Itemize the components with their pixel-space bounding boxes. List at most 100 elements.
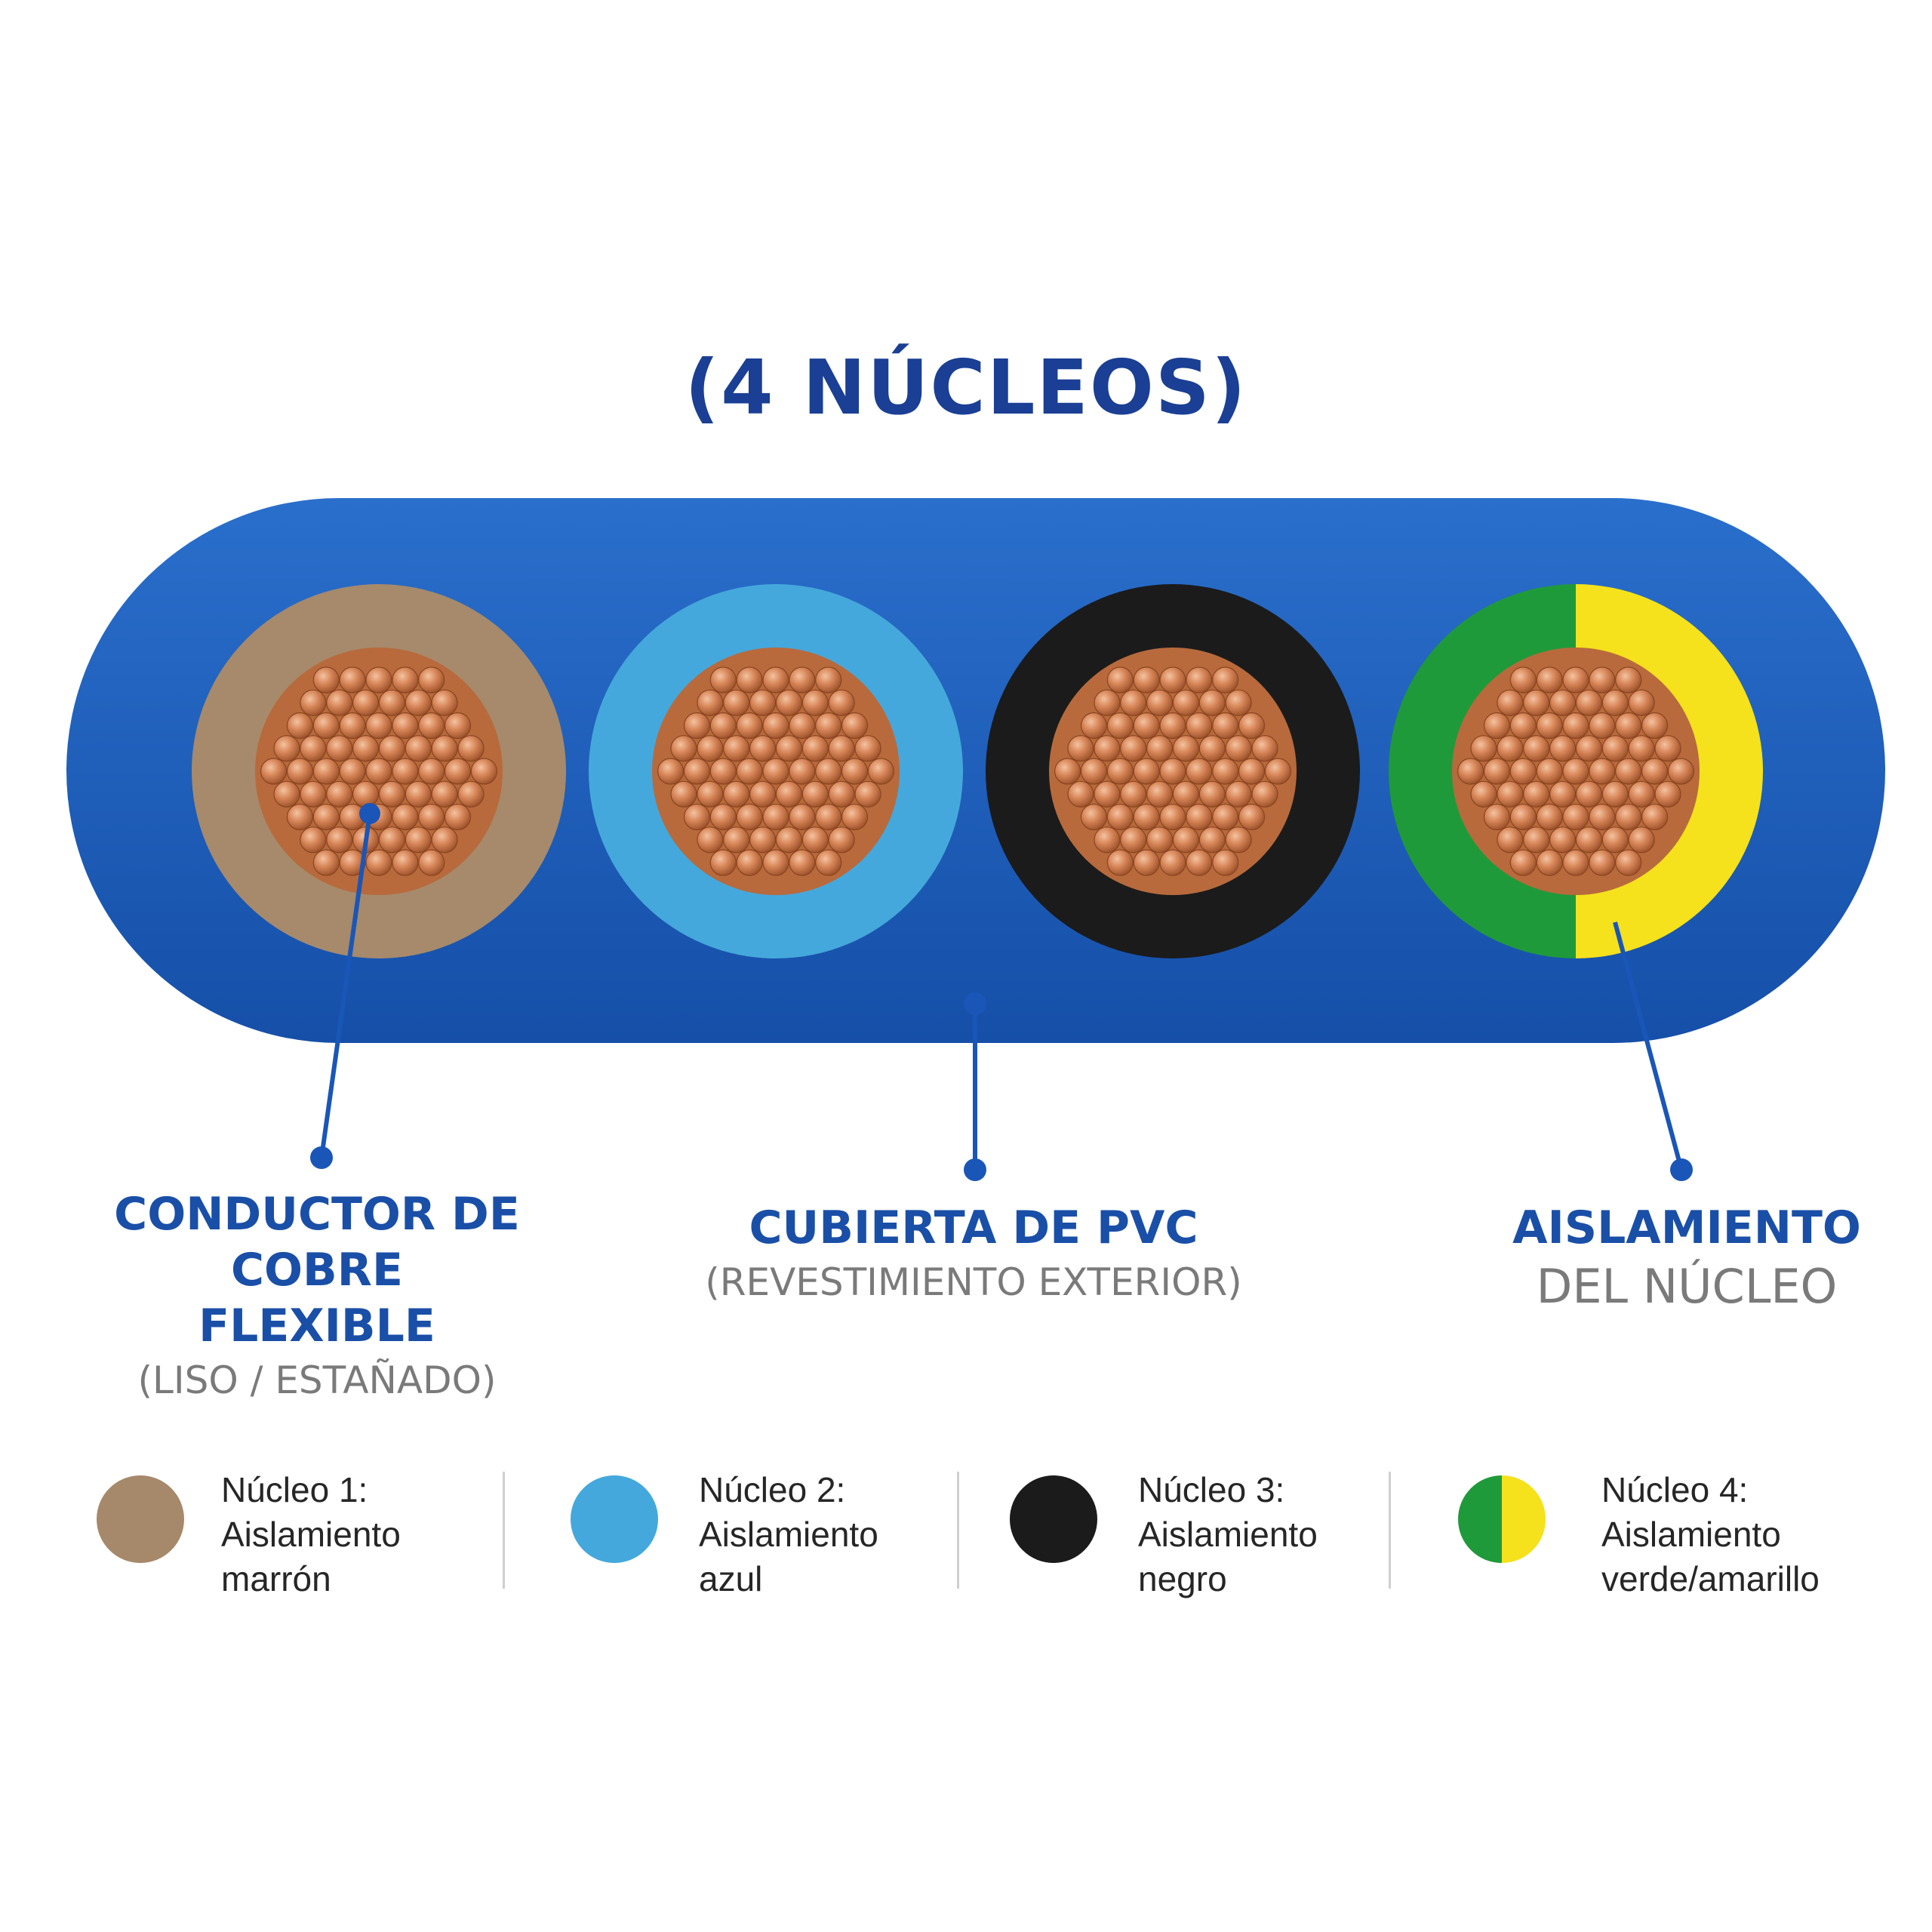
copper-strand [352, 735, 380, 762]
pvc-jacket [66, 498, 1885, 1043]
copper-strand [1159, 712, 1186, 740]
legend-text-core-1: Núcleo 1: Aislamiento marrón [221, 1468, 401, 1601]
copper-strand [1536, 803, 1563, 831]
copper-strand [1080, 758, 1108, 785]
legend-core-3-line3: negro [1138, 1559, 1227, 1598]
copper-strand [1186, 666, 1213, 694]
copper-strand [273, 780, 300, 808]
copper-strand [1198, 735, 1226, 762]
copper-strand [392, 803, 419, 831]
copper-strand [1106, 849, 1134, 876]
copper-strand [1536, 666, 1563, 694]
legend-swatch-green-yellow [1458, 1475, 1546, 1563]
copper-strand [326, 735, 353, 762]
copper-strand [1536, 758, 1563, 785]
copper-strand [1133, 803, 1160, 831]
callout-pvc-line2: (REVESTIMIENTO EXTERIOR) [705, 1260, 1242, 1304]
copper-strand [1615, 758, 1642, 785]
copper-strand [1120, 780, 1147, 808]
copper-strand [1641, 712, 1669, 740]
copper-strand [789, 758, 816, 785]
copper-strand [1238, 758, 1266, 785]
copper-strand [1601, 735, 1629, 762]
copper-strand [1159, 758, 1186, 785]
callout-insulation-line1: AISLAMIENTO [1512, 1201, 1861, 1254]
copper-strand [1562, 758, 1589, 785]
copper-strand [1094, 780, 1121, 808]
copper-strand [1457, 758, 1484, 785]
copper-strand [762, 712, 789, 740]
copper-strand [418, 803, 445, 831]
copper-strand [736, 712, 763, 740]
copper-strand [1212, 758, 1239, 785]
copper-strand [1601, 780, 1629, 808]
copper-strand [1654, 780, 1681, 808]
copper-strand [300, 780, 327, 808]
copper-strand [1509, 803, 1537, 831]
diagram-title: (4 NÚCLEOS) [685, 343, 1247, 432]
copper-strand [1251, 780, 1278, 808]
copper-strand [1133, 712, 1160, 740]
copper-strand [1589, 712, 1616, 740]
copper-strand [1575, 689, 1602, 716]
legend-swatch-brown [97, 1475, 184, 1563]
copper-strand [775, 735, 803, 762]
copper-strand [1198, 826, 1226, 854]
copper-strand [1549, 780, 1577, 808]
copper-strand [1509, 666, 1537, 694]
legend-core-1-line1: Núcleo 1: [221, 1470, 368, 1509]
copper-strand [1067, 735, 1094, 762]
copper-strand [1120, 689, 1147, 716]
legend-swatch-black [1010, 1475, 1097, 1563]
copper-strand [418, 758, 445, 785]
copper-strand [723, 780, 750, 808]
copper-strand [709, 758, 737, 785]
legend-divider [1389, 1472, 1391, 1589]
copper-strand [1238, 803, 1266, 831]
callout-conductor-line1: CONDUCTOR DE COBRE [114, 1188, 520, 1297]
copper-strand [352, 689, 380, 716]
copper-strand [841, 758, 869, 785]
copper-strand [1067, 780, 1094, 808]
copper-strand [300, 735, 327, 762]
core-1 [192, 584, 566, 958]
copper-strand [1615, 666, 1642, 694]
copper-strand [1094, 826, 1121, 854]
leader-conductor [310, 803, 380, 1169]
copper-strand [801, 826, 829, 854]
copper-strand [1133, 666, 1160, 694]
copper-strand [1080, 803, 1108, 831]
copper-strand [762, 803, 789, 831]
copper-strand [444, 758, 472, 785]
copper-strand [1589, 849, 1616, 876]
copper-strand [300, 826, 327, 854]
copper-strand [1575, 780, 1602, 808]
copper-strand [1483, 712, 1511, 740]
copper-strand [312, 849, 340, 876]
legend-core-1-line2: Aislamiento [221, 1515, 401, 1554]
copper-strand [1667, 758, 1694, 785]
copper-strand [1483, 758, 1511, 785]
copper-strand [854, 735, 881, 762]
copper-strand [1106, 666, 1134, 694]
copper-strand [1120, 826, 1147, 854]
copper-strand [1186, 758, 1213, 785]
copper-strand [789, 712, 816, 740]
copper-strand [1615, 712, 1642, 740]
legend-core-4-line3: verde/amarillo [1601, 1559, 1820, 1598]
copper-strand [1146, 780, 1174, 808]
copper-strand [273, 735, 300, 762]
copper-strand [749, 780, 777, 808]
copper-strands [1457, 666, 1694, 876]
copper-strand [1589, 803, 1616, 831]
copper-strand [365, 849, 392, 876]
copper-strand [815, 666, 842, 694]
copper-strand [444, 712, 472, 740]
copper-strand [1536, 712, 1563, 740]
copper-strand [457, 780, 485, 808]
copper-strand [1549, 689, 1577, 716]
copper-strand [326, 689, 353, 716]
copper-strand [670, 780, 697, 808]
copper-strand [418, 849, 445, 876]
